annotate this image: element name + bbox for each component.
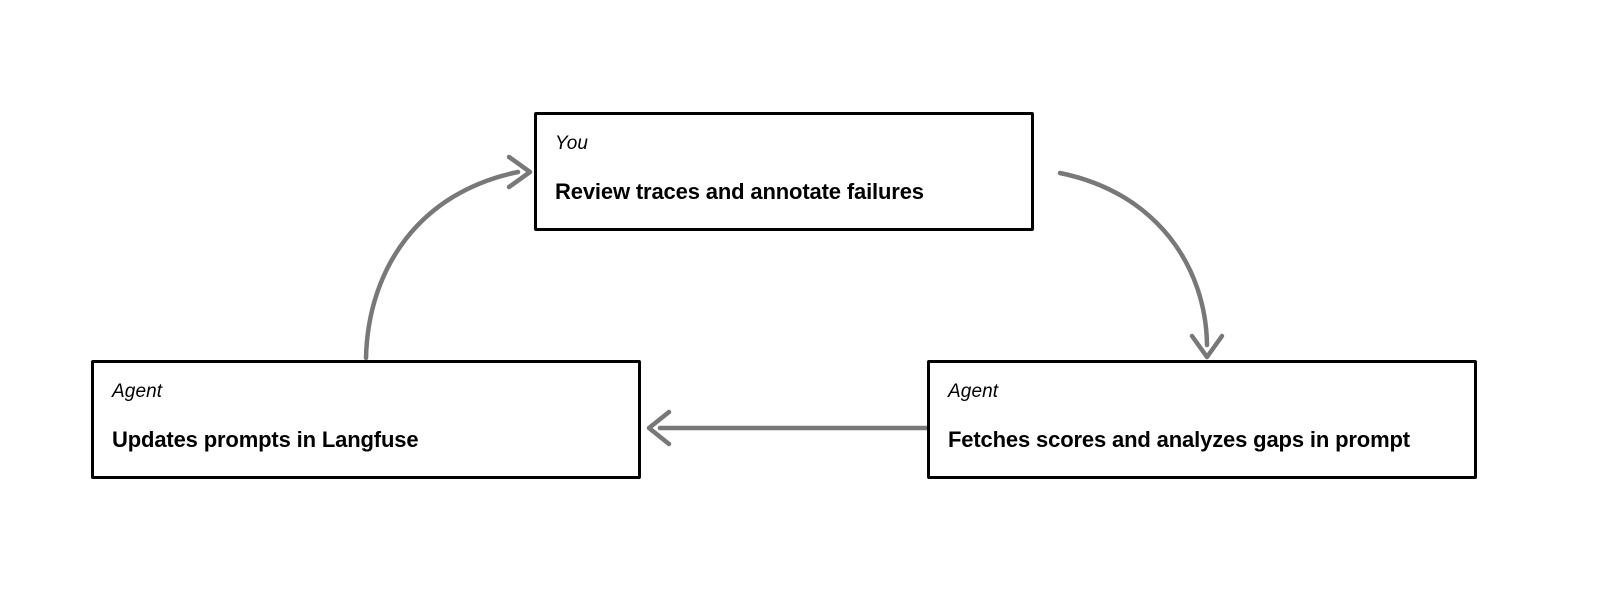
node-role-label: Agent [112, 381, 163, 402]
node-role-label: Agent [948, 381, 999, 402]
edge-updates-to-you-path [363, 169, 521, 361]
edge-fetches-to-updates [646, 409, 947, 447]
edge-updates-to-you-arrowhead [506, 154, 533, 190]
node-agent-updates[interactable]: Agent Updates prompts in Langfuse [91, 360, 641, 479]
node-title-label: Review traces and annotate failures [555, 179, 924, 204]
edge-you-to-fetches [1057, 170, 1225, 360]
node-title-label: Updates prompts in Langfuse [112, 427, 419, 452]
edge-updates-to-you [363, 154, 533, 361]
edge-you-to-fetches-path [1057, 170, 1210, 348]
node-title-label: Fetches scores and analyzes gaps in prom… [948, 427, 1410, 452]
edge-you-to-fetches-arrowhead [1189, 333, 1225, 360]
edge-fetches-to-updates-arrowhead [646, 409, 672, 447]
node-role-label: You [555, 133, 589, 154]
node-you-review[interactable]: You Review traces and annotate failures [534, 112, 1034, 231]
node-agent-fetches[interactable]: Agent Fetches scores and analyzes gaps i… [927, 360, 1477, 479]
